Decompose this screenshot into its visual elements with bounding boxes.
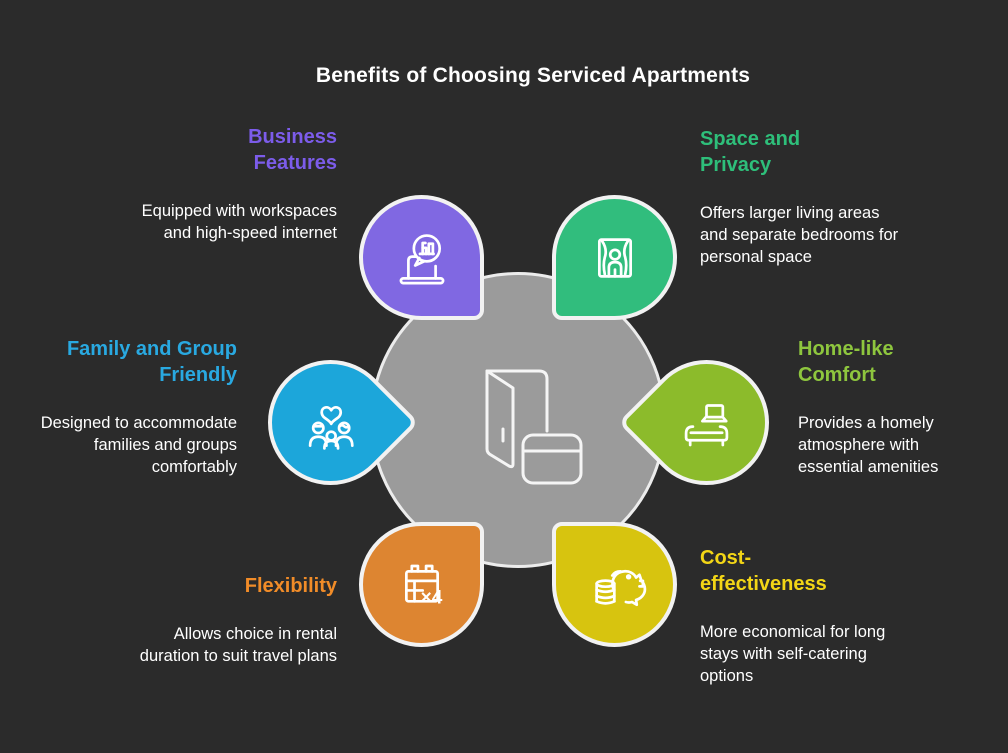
petal-business-features — [359, 195, 484, 320]
benefit-heading: Family and Group Friendly — [66, 338, 237, 386]
benefit-heading: Home-like Comfort — [798, 338, 894, 386]
petal-flexibility: ×4 — [359, 522, 484, 647]
sofa-laptop-icon — [673, 389, 741, 457]
benefit-home-like-comfort: Home-like Comfort Provides a homely atmo… — [798, 336, 978, 478]
benefit-description: Equipped with workspaces and high-speed … — [141, 202, 337, 242]
piggy-bank-coins-icon — [581, 551, 649, 619]
page-title: Benefits of Choosing Serviced Apartments — [315, 64, 751, 87]
petal-home-like-comfort — [618, 334, 795, 511]
benefit-heading: Space and Privacy — [700, 128, 801, 176]
person-window-icon — [581, 224, 649, 292]
petal-family-group-friendly — [242, 334, 419, 511]
benefit-heading: Business Features — [248, 126, 337, 174]
benefit-heading: Cost-effectiveness — [700, 547, 827, 595]
benefit-description: Provides a homely atmosphere with essent… — [798, 414, 939, 476]
benefit-flexibility: Flexibility Allows choice in rental dura… — [119, 573, 337, 667]
petal-cost-effectiveness — [552, 522, 677, 647]
benefit-cost-effectiveness: Cost-effectiveness More economical for l… — [700, 545, 900, 687]
door-and-cabinet-icon — [485, 369, 583, 485]
calendar-icon: ×4 — [388, 551, 456, 619]
family-heart-icon — [297, 389, 365, 457]
benefit-description: Designed to accommodate families and gro… — [40, 414, 237, 476]
benefit-description: Offers larger living areas and separate … — [700, 204, 899, 266]
central-hub-circle — [370, 272, 666, 568]
benefit-space-and-privacy: Space and Privacy Offers larger living a… — [700, 126, 906, 268]
benefit-description: Allows choice in rental duration to suit… — [139, 625, 337, 665]
benefit-heading: Flexibility — [244, 575, 337, 597]
petal-space-and-privacy — [552, 195, 677, 320]
benefit-business-features: Business Features Equipped with workspac… — [141, 124, 337, 244]
benefit-family-group-friendly: Family and Group Friendly Designed to ac… — [15, 336, 237, 478]
laptop-chart-bubble-icon — [388, 224, 456, 292]
calendar-x4-label: ×4 — [420, 587, 442, 608]
benefit-description: More economical for long stays with self… — [700, 623, 886, 685]
